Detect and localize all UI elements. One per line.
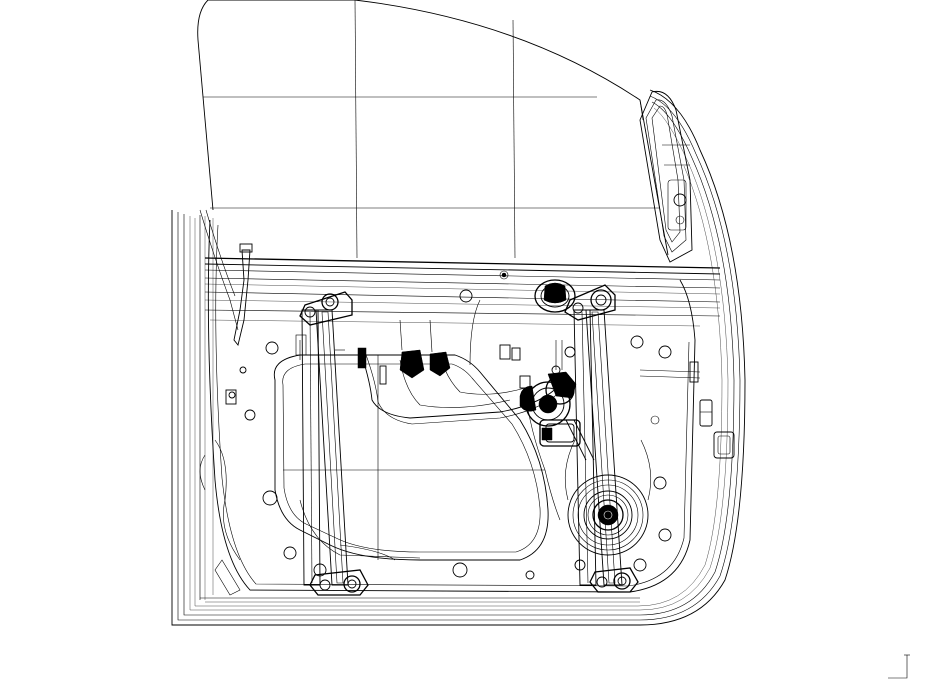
regulator-motor xyxy=(519,340,595,461)
mirror-mount xyxy=(639,90,693,263)
drawing-corner-mark xyxy=(888,654,910,679)
door-frame xyxy=(171,89,746,626)
door-latch xyxy=(639,361,735,459)
mounting-holes xyxy=(228,289,672,580)
harness-connectors xyxy=(357,270,531,389)
window-regulator-rail-right xyxy=(564,284,639,593)
speaker xyxy=(564,439,652,556)
hinge-side-parts xyxy=(199,243,253,596)
inner-cavity xyxy=(273,354,549,561)
window-glass xyxy=(197,0,669,259)
window-regulator-rail-left xyxy=(295,291,396,596)
regulator-pulley xyxy=(534,279,576,313)
